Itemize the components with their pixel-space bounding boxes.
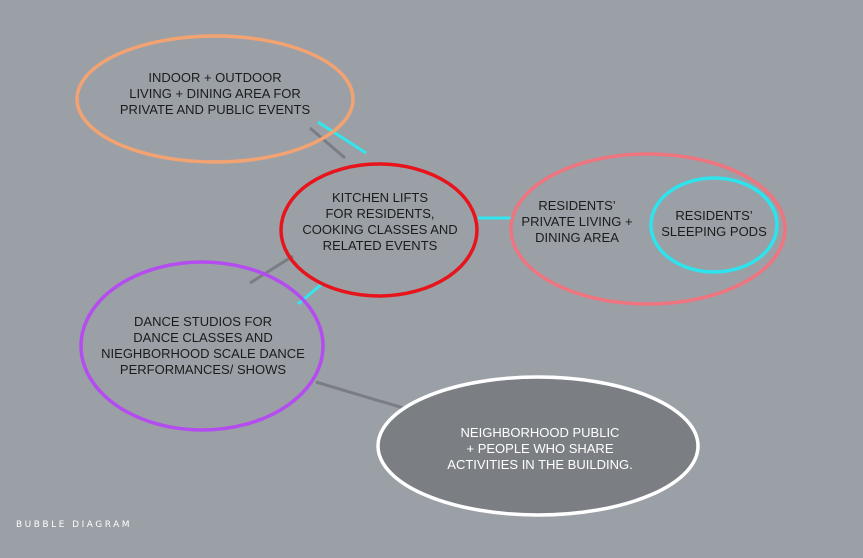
label-dance-studios: DANCE STUDIOS FOR DANCE CLASSES AND NIEG…	[101, 314, 305, 377]
connector-dance-public	[315, 380, 411, 412]
connector-living-kitchen-gray	[309, 126, 346, 160]
label-living-dining: INDOOR + OUTDOOR LIVING + DINING AREA FO…	[119, 70, 311, 117]
bubble-residents-living	[509, 152, 787, 306]
label-sleeping-pods: RESIDENTS’ SLEEPING PODS	[661, 208, 767, 239]
diagram-caption: BUBBLE DIAGRAM	[16, 520, 133, 530]
label-residents-living: RESIDENTS’ PRIVATE LIVING + DINING AREA	[521, 198, 633, 245]
label-public: NEIGHBORHOOD PUBLIC + PEOPLE WHO SHARE A…	[447, 425, 633, 472]
bubble-kitchen	[279, 162, 479, 298]
connector-living-kitchen-cyan	[317, 120, 367, 155]
bubble-sleeping-pods	[649, 176, 779, 274]
bubble-public	[376, 375, 700, 517]
connector-kitchen-dance-gray	[249, 254, 294, 285]
connector-kitchen-dance-cyan	[297, 282, 323, 306]
bubble-dance-studios	[79, 260, 325, 432]
bubble-living-dining	[75, 34, 355, 164]
label-kitchen: KITCHEN LIFTS FOR RESIDENTS, COOKING CLA…	[302, 190, 458, 253]
